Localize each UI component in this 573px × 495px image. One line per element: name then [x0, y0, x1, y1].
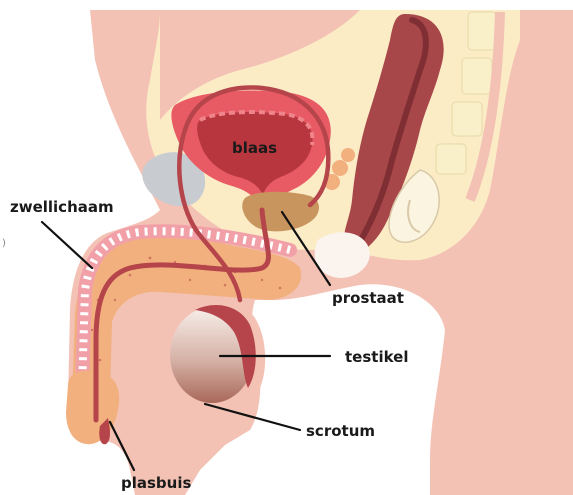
label-plasbuis: plasbuis: [121, 474, 191, 492]
label-testikel: testikel: [345, 348, 408, 366]
label-scrotum: scrotum: [306, 422, 375, 440]
label-prostaat: prostaat: [332, 289, 404, 307]
leader-zwellichaam: [42, 222, 92, 268]
edge-mark: ): [2, 238, 6, 249]
label-zwellichaam: zwellichaam: [10, 198, 114, 216]
label-blaas: blaas: [232, 139, 277, 157]
